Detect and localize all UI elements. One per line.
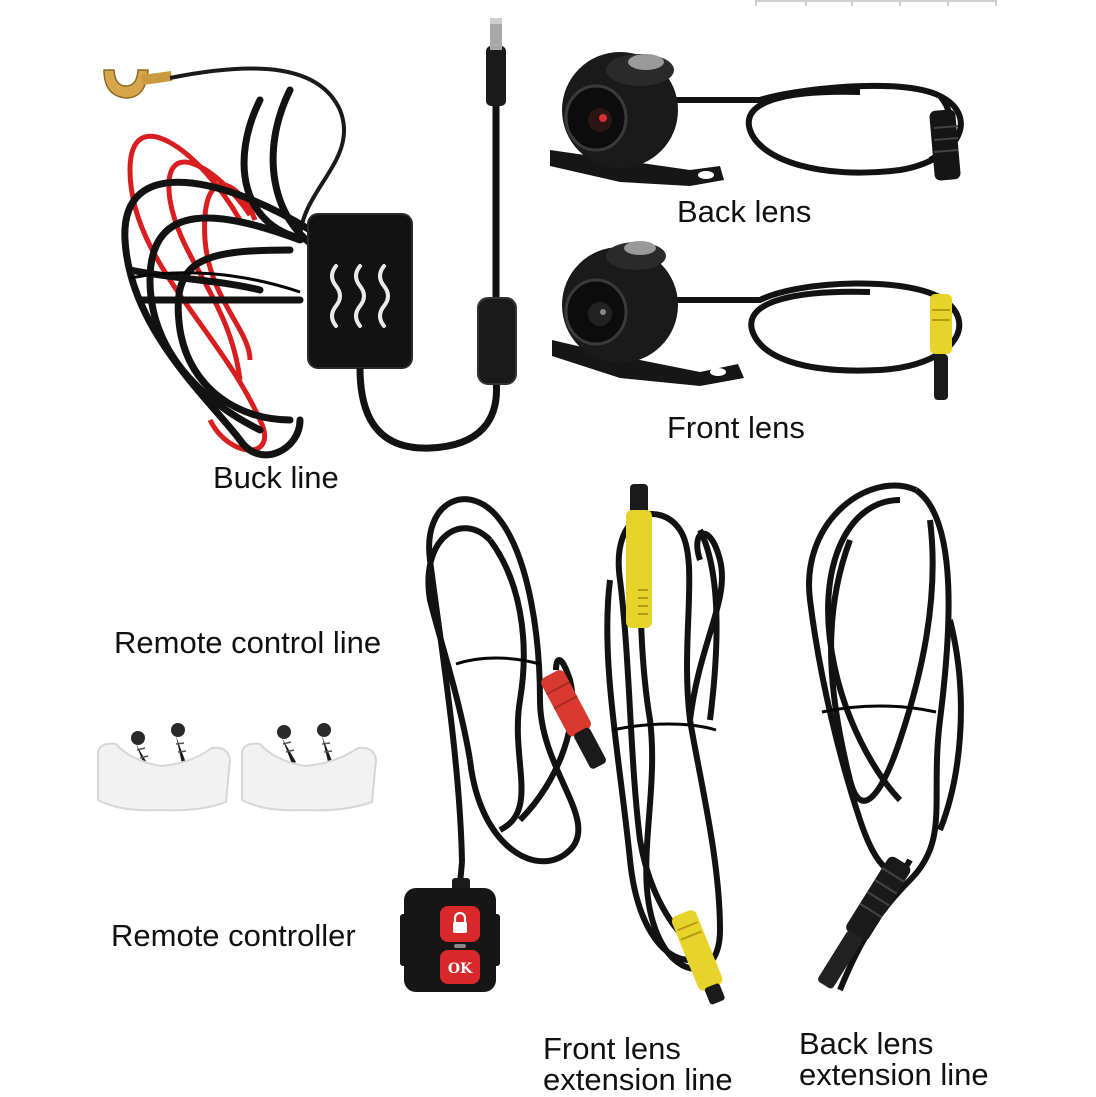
label-remote-control-line: Remote control line [114,625,382,660]
yellow-connector-top [626,484,652,628]
fork-terminal [103,69,173,99]
label-back-ext-line2: extension line [799,1057,989,1092]
back-lens-extension-line [806,482,964,992]
mounting-accessories [97,723,378,812]
label-buck-line: Buck line [213,460,339,495]
adhesive-pad [241,742,378,812]
screw-icon [171,723,187,764]
screw-icon [277,725,296,764]
partial-table-grid [755,0,997,6]
ok-button-text: OK [448,961,473,977]
yellow-connector [930,294,952,400]
heat-wave-icon [330,264,390,328]
label-front-lens-extension-line: Front lens extension line [543,1033,733,1095]
front-lens-extension-line [604,484,726,1005]
ferrite-core [477,297,517,385]
front-lens-camera [552,241,963,400]
barrel-plug [486,18,506,106]
label-back-ext-line1: Back lens [799,1026,934,1061]
yellow-connector-bottom [671,910,725,1005]
label-remote-controller: Remote controller [111,918,356,953]
lock-icon [453,911,467,933]
back-lens-camera [550,52,964,186]
remote-control-line [425,496,606,865]
black-connector [818,856,911,989]
label-back-lens: Back lens [677,194,812,229]
buck-converter-box [307,213,413,369]
remote-controller: OK [400,861,500,992]
label-back-lens-extension-line: Back lens extension line [799,1028,989,1090]
red-connector [541,670,606,769]
ok-button [440,950,480,984]
adhesive-pad [97,742,232,812]
label-front-ext-line1: Front lens [543,1031,681,1066]
label-front-ext-line2: extension line [543,1062,733,1097]
buck-line-kit [103,18,517,459]
screw-icon [317,723,333,762]
label-front-lens: Front lens [667,410,805,445]
